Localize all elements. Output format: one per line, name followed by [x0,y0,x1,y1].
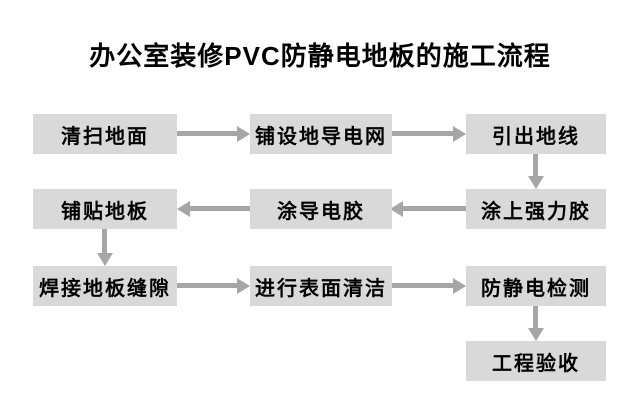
flow-node-label: 防静电检测 [481,277,591,300]
flow-node-apply-conductive-glue: 涂导电胶 [250,189,392,229]
flow-node-lay-conductive-mesh: 铺设地导电网 [250,114,392,154]
arrow-shaft [189,206,250,211]
page-title: 办公室装修PVC防静电地板的施工流程 [89,41,551,71]
arrow-shaft [533,154,538,177]
arrow-right-icon [392,126,466,142]
flow-node-surface-cleaning: 进行表面清洁 [250,266,392,306]
flow-node-label: 铺贴地板 [61,200,149,223]
flow-node-apply-strong-glue: 涂上强力胶 [466,189,606,229]
arrow-right-icon [177,278,250,294]
arrow-left-icon [177,201,250,217]
arrow-right-icon [392,278,466,294]
flow-node-label: 清扫地面 [61,125,149,148]
arrow-shaft [392,283,454,288]
arrow-head [453,278,466,294]
arrow-head [177,201,190,217]
flow-node-anti-static-testing: 防静电检测 [466,266,606,306]
arrow-head [390,201,403,217]
arrow-shaft [402,206,466,211]
flow-node-label: 涂导电胶 [277,200,365,223]
arrow-head [97,253,113,266]
flow-node-label: 焊接地板缝隙 [39,277,171,300]
arrow-down-icon [97,229,113,266]
arrow-shaft [533,306,538,329]
arrow-head [528,176,544,189]
arrow-shaft [177,283,238,288]
flow-node-project-acceptance: 工程验收 [466,341,606,381]
arrow-shaft [102,229,107,254]
arrow-head [237,126,250,142]
arrow-head [237,278,250,294]
flow-node-label: 引出地线 [492,125,580,148]
arrow-head [528,328,544,341]
arrow-head [453,126,466,142]
flow-node-lead-out-ground-wire: 引出地线 [466,114,606,154]
flow-node-label: 工程验收 [492,352,580,375]
flow-node-label: 涂上强力胶 [481,200,591,223]
arrow-left-icon [390,201,466,217]
arrow-down-icon [528,154,544,189]
flow-node-clean-floor: 清扫地面 [33,114,177,154]
flow-node-label: 进行表面清洁 [255,277,387,300]
flow-node-lay-floor: 铺贴地板 [33,189,177,229]
arrow-shaft [392,131,454,136]
arrow-down-icon [528,306,544,341]
flow-node-label: 铺设地导电网 [255,125,387,148]
arrow-shaft [177,131,238,136]
flow-node-weld-floor-seams: 焊接地板缝隙 [33,266,177,306]
arrow-right-icon [177,126,250,142]
